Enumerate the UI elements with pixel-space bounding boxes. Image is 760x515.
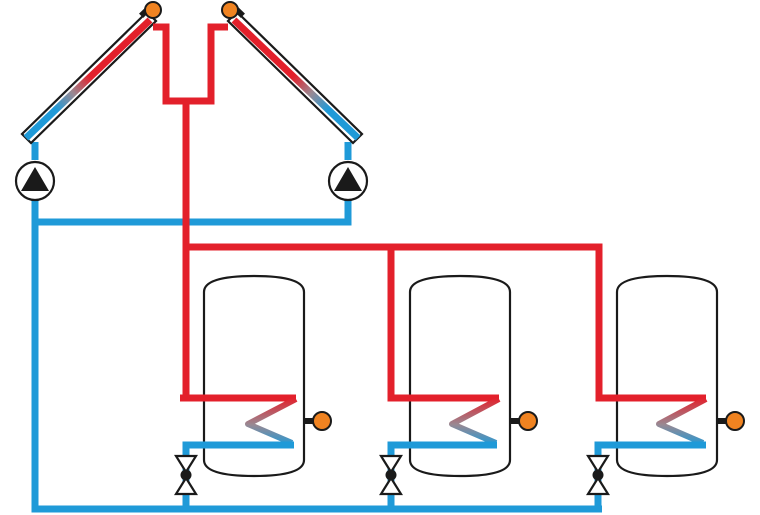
collector-left-absorber: [23, 17, 153, 141]
pump-left-arrow-icon: [21, 167, 49, 191]
sensor-collector-left: [144, 1, 162, 19]
zone-valve-2-lower-cone: [379, 475, 403, 496]
zone-valve-2-actuator: [385, 469, 397, 481]
zone-valve-2: [379, 454, 403, 496]
storage-tank-1-sensor-well: [303, 418, 316, 424]
sensor-tank-1: [312, 411, 332, 431]
storage-tank-2-shell: [408, 274, 512, 478]
storage-tank-3-heat-exchanger-coil: [656, 396, 708, 446]
storage-tank-1-heat-exchanger-coil: [245, 396, 298, 446]
sensor-tank-2: [518, 411, 538, 431]
zone-valve-3-lower-cone: [586, 475, 610, 496]
collector-right-absorber: [231, 17, 361, 141]
sensor-collector-right: [221, 1, 239, 19]
zone-valve-1-lower-cone: [174, 475, 198, 496]
cold-return-pump-branch: [35, 200, 352, 226]
zone-valve-3: [586, 454, 610, 496]
zone-valve-1-actuator: [180, 469, 192, 481]
storage-tank-2: [388, 274, 538, 478]
storage-tank-3-shell: [615, 274, 719, 478]
collector-left: [20, 1, 162, 145]
storage-tank-1-shell: [202, 274, 306, 478]
zone-valve-3-actuator: [592, 469, 604, 481]
storage-tank-1: [180, 274, 332, 478]
storage-tank-2-sensor-well: [509, 418, 522, 424]
cold-return-main-line: [31, 200, 602, 513]
storage-tank-2-heat-exchanger-coil: [449, 396, 501, 446]
storage-tank-3: [596, 274, 745, 478]
zone-valve-1-upper-cone: [174, 454, 198, 475]
pump-right: [327, 160, 369, 202]
sensor-tank-3: [725, 411, 745, 431]
pump-left: [14, 160, 56, 202]
zone-valve-2-upper-cone: [379, 454, 403, 475]
cold-return-piping: [31, 142, 706, 513]
collector-right: [221, 1, 364, 145]
zone-valve-3-upper-cone: [586, 454, 610, 475]
pump-right-arrow-icon: [334, 167, 362, 191]
hot-collector-manifold: [153, 23, 228, 105]
storage-tank-3-sensor-well: [716, 418, 729, 424]
zone-valve-1: [174, 454, 198, 496]
